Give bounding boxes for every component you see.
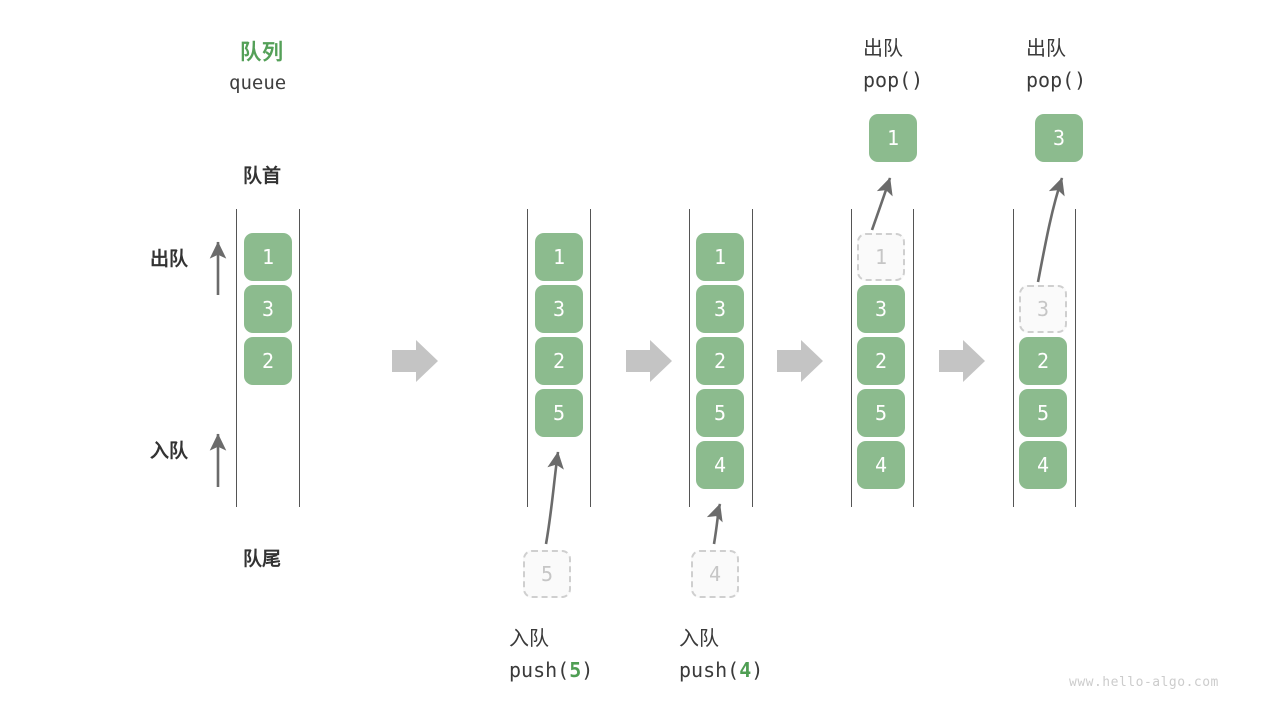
queue-node: 3: [244, 285, 292, 333]
queue-node: 1: [535, 233, 583, 281]
watermark: www.hello-algo.com: [1069, 675, 1219, 690]
stage-caption-cn-push-5: 入队: [509, 628, 549, 650]
code-prefix: push(: [679, 658, 740, 682]
code-suffix: ): [1074, 68, 1087, 92]
queue-node-new: 5: [535, 389, 583, 437]
queue-node: 4: [1019, 441, 1067, 489]
queue-rear-label: 队尾: [243, 549, 282, 570]
popped-node-1: 1: [869, 114, 917, 162]
popped-node-3: 3: [1035, 114, 1083, 162]
code-suffix: ): [911, 68, 924, 92]
step-separator-chevron-right-icon: [626, 340, 672, 382]
stage-caption-cn-pop-1: 出队: [863, 38, 903, 60]
code-suffix: ): [581, 658, 594, 682]
push-4-motion-arrow-icon: [706, 503, 723, 545]
queue-node: 2: [857, 337, 905, 385]
queue-node: 3: [696, 285, 744, 333]
stage-caption-cn-push-4: 入队: [679, 628, 719, 650]
stage-caption-code-push-5: push(5): [509, 658, 593, 682]
ghost-node-push-4: 4: [691, 550, 739, 598]
queue-node: 5: [857, 389, 905, 437]
queue-rail-right-stage-5: [1075, 209, 1076, 507]
pop-1-motion-arrow-icon: [870, 177, 893, 231]
queue-node: 3: [857, 285, 905, 333]
push-direction-label: 入队: [150, 441, 189, 462]
queue-rail-right-stage-4: [913, 209, 914, 507]
queue-node: 5: [696, 389, 744, 437]
stage-caption-cn-pop-3: 出队: [1026, 38, 1066, 60]
queue-node: 2: [244, 337, 292, 385]
queue-node: 2: [535, 337, 583, 385]
pop-direction-label: 出队: [150, 249, 189, 270]
queue-rail-left-stage-4: [851, 209, 852, 507]
queue-rail-right-stage-2: [590, 209, 591, 507]
queue-rail-left-stage-5: [1013, 209, 1014, 507]
queue-node: 2: [1019, 337, 1067, 385]
queue-rail-left-stage-1: [236, 209, 237, 507]
diagram-title-cn: 队列: [240, 41, 284, 64]
ghost-node-pop-1: 1: [857, 233, 905, 281]
ghost-node-push-5: 5: [523, 550, 571, 598]
pop-3-motion-arrow-icon: [1036, 177, 1065, 283]
stage-caption-code-push-4: push(4): [679, 658, 763, 682]
diagram-title-en: queue: [229, 72, 287, 94]
step-separator-chevron-right-icon: [392, 340, 438, 382]
code-prefix: pop(: [863, 68, 912, 92]
code-prefix: push(: [509, 658, 570, 682]
queue-rail-right-stage-3: [752, 209, 753, 507]
queue-node: 1: [244, 233, 292, 281]
queue-rail-right-stage-1: [299, 209, 300, 507]
stage-caption-code-pop-3: pop(): [1026, 68, 1086, 92]
push-5-motion-arrow-icon: [544, 451, 564, 545]
queue-rail-left-stage-2: [527, 209, 528, 507]
code-arg: 4: [739, 658, 752, 682]
ghost-node-pop-3: 3: [1019, 285, 1067, 333]
stage-caption-code-pop-1: pop(): [863, 68, 923, 92]
queue-node-new: 4: [696, 441, 744, 489]
queue-rail-left-stage-3: [689, 209, 690, 507]
queue-front-label: 队首: [243, 166, 282, 187]
queue-node: 3: [535, 285, 583, 333]
queue-node: 1: [696, 233, 744, 281]
queue-node: 5: [1019, 389, 1067, 437]
queue-node: 4: [857, 441, 905, 489]
step-separator-chevron-right-icon: [939, 340, 985, 382]
queue-node: 2: [696, 337, 744, 385]
code-prefix: pop(: [1026, 68, 1075, 92]
code-arg: 5: [569, 658, 582, 682]
code-suffix: ): [751, 658, 764, 682]
step-separator-chevron-right-icon: [777, 340, 823, 382]
